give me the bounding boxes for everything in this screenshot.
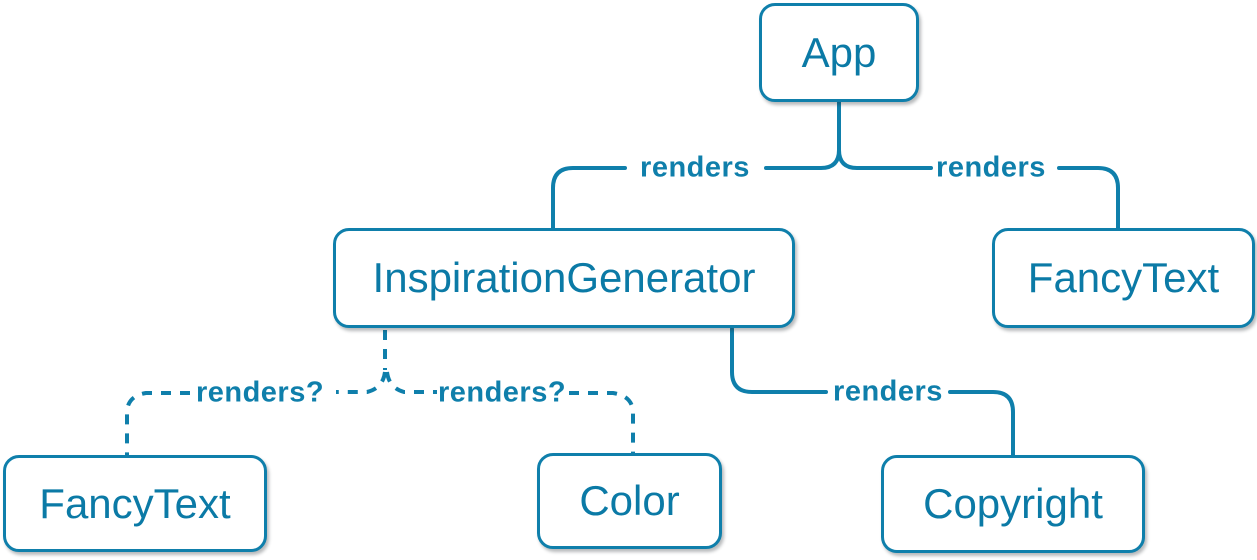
edge-label-app-to-fancytext: renders <box>936 151 1046 184</box>
node-fancy-text-bottom: FancyText <box>3 455 267 552</box>
edge-label-app-to-inspirationgenerator: renders <box>640 151 750 184</box>
edge-inspirationgenerator-to-color-dashed <box>385 371 635 454</box>
edge-inspirationgenerator-to-copyright <box>730 327 1015 458</box>
node-inspiration-generator-label: InspirationGenerator <box>372 254 756 301</box>
node-color: Color <box>537 453 722 549</box>
edge-inspirationgenerator-to-fancytext-dashed <box>125 330 387 456</box>
edge-app-to-fancytext <box>837 148 1120 231</box>
node-fancy-text-top: FancyText <box>992 228 1255 328</box>
node-copyright-label: Copyright <box>923 480 1103 527</box>
edge-label-inspirationgenerator-to-color: renders? <box>437 376 567 409</box>
node-app: App <box>759 3 919 102</box>
edge-label-inspirationgenerator-to-fancytext: renders? <box>195 376 325 409</box>
node-copyright: Copyright <box>881 455 1145 553</box>
node-fancy-text-top-label: FancyText <box>1027 254 1220 301</box>
node-color-label: Color <box>579 477 680 524</box>
edge-label-inspirationgenerator-to-copyright: renders <box>833 375 943 408</box>
node-fancy-text-bottom-label: FancyText <box>39 479 231 527</box>
node-inspiration-generator: InspirationGenerator <box>333 228 795 328</box>
node-app-label: App <box>801 28 877 76</box>
